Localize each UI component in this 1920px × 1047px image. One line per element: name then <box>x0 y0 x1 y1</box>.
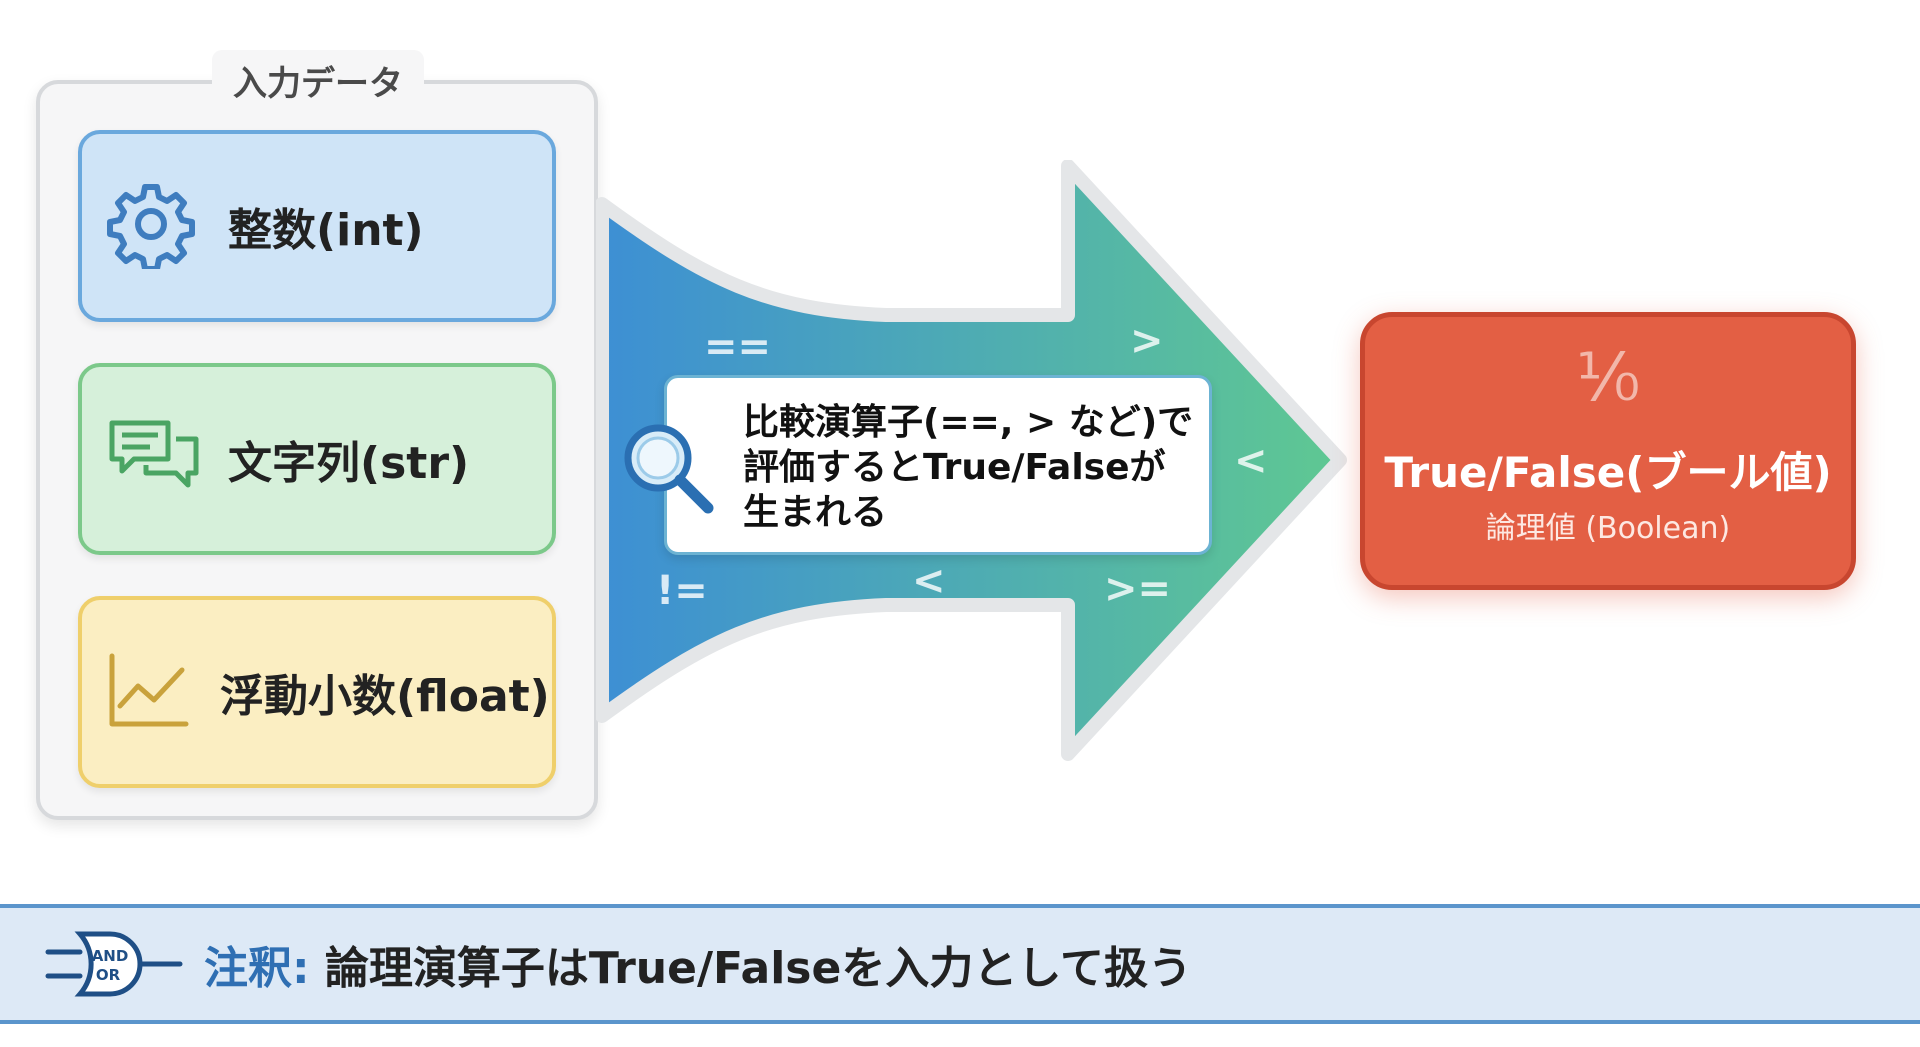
and-or-gate-icon: AND OR <box>44 928 184 1004</box>
comparison-explanation-box: 比較演算子(==, > など)で 評価するとTrue/Falseが 生まれる <box>664 375 1212 555</box>
line-chart-icon <box>106 650 190 734</box>
input-data-title: 入力データ <box>212 50 424 110</box>
explanation-line-1: 比較演算子(==, > など)で <box>743 402 1194 443</box>
note-label: 注釈: <box>204 943 310 994</box>
str-card: 文字列(str) <box>78 363 556 555</box>
result-subtitle: 論理値 (Boolean) <box>1485 511 1731 546</box>
magnifier-icon <box>620 420 718 522</box>
operator-gt: > <box>1130 318 1164 364</box>
gate-or-text: OR <box>96 966 121 984</box>
operator-ne: != <box>656 568 708 614</box>
explanation-line-2: 評価するとTrue/Falseが <box>743 447 1166 488</box>
float-label: 浮動小数(float) <box>220 671 550 722</box>
operator-lt-right: < <box>1234 438 1268 484</box>
operator-ge: >= <box>1104 566 1172 612</box>
explanation-line-3: 生まれる <box>743 492 888 533</box>
float-card: 浮動小数(float) <box>78 596 556 788</box>
int-label: 整数(int) <box>228 205 424 256</box>
result-title: True/False(ブール値) <box>1384 448 1832 497</box>
boolean-result-box: ⅟₀ True/False(ブール値) 論理値 (Boolean) <box>1360 312 1856 590</box>
gate-and-text: AND <box>92 947 129 965</box>
comparison-explanation-text: 比較演算子(==, > など)で 評価するとTrue/Falseが 生まれる <box>743 400 1203 535</box>
operator-eq: == <box>704 324 772 370</box>
one-zero-symbol: ⅟₀ <box>1576 339 1640 416</box>
int-card: 整数(int) <box>78 130 556 322</box>
str-label: 文字列(str) <box>228 438 470 489</box>
note-body: 論理演算子はTrue/Falseを入力として扱う <box>309 943 1193 994</box>
note-text: 注釈: 論理演算子はTrue/Falseを入力として扱う <box>204 908 1192 1020</box>
note-bar: AND OR 注釈: 論理演算子はTrue/Falseを入力として扱う <box>0 904 1920 1024</box>
operator-lt: < <box>912 558 946 604</box>
gear-icon <box>106 179 196 273</box>
chat-bubbles-icon <box>106 417 202 501</box>
